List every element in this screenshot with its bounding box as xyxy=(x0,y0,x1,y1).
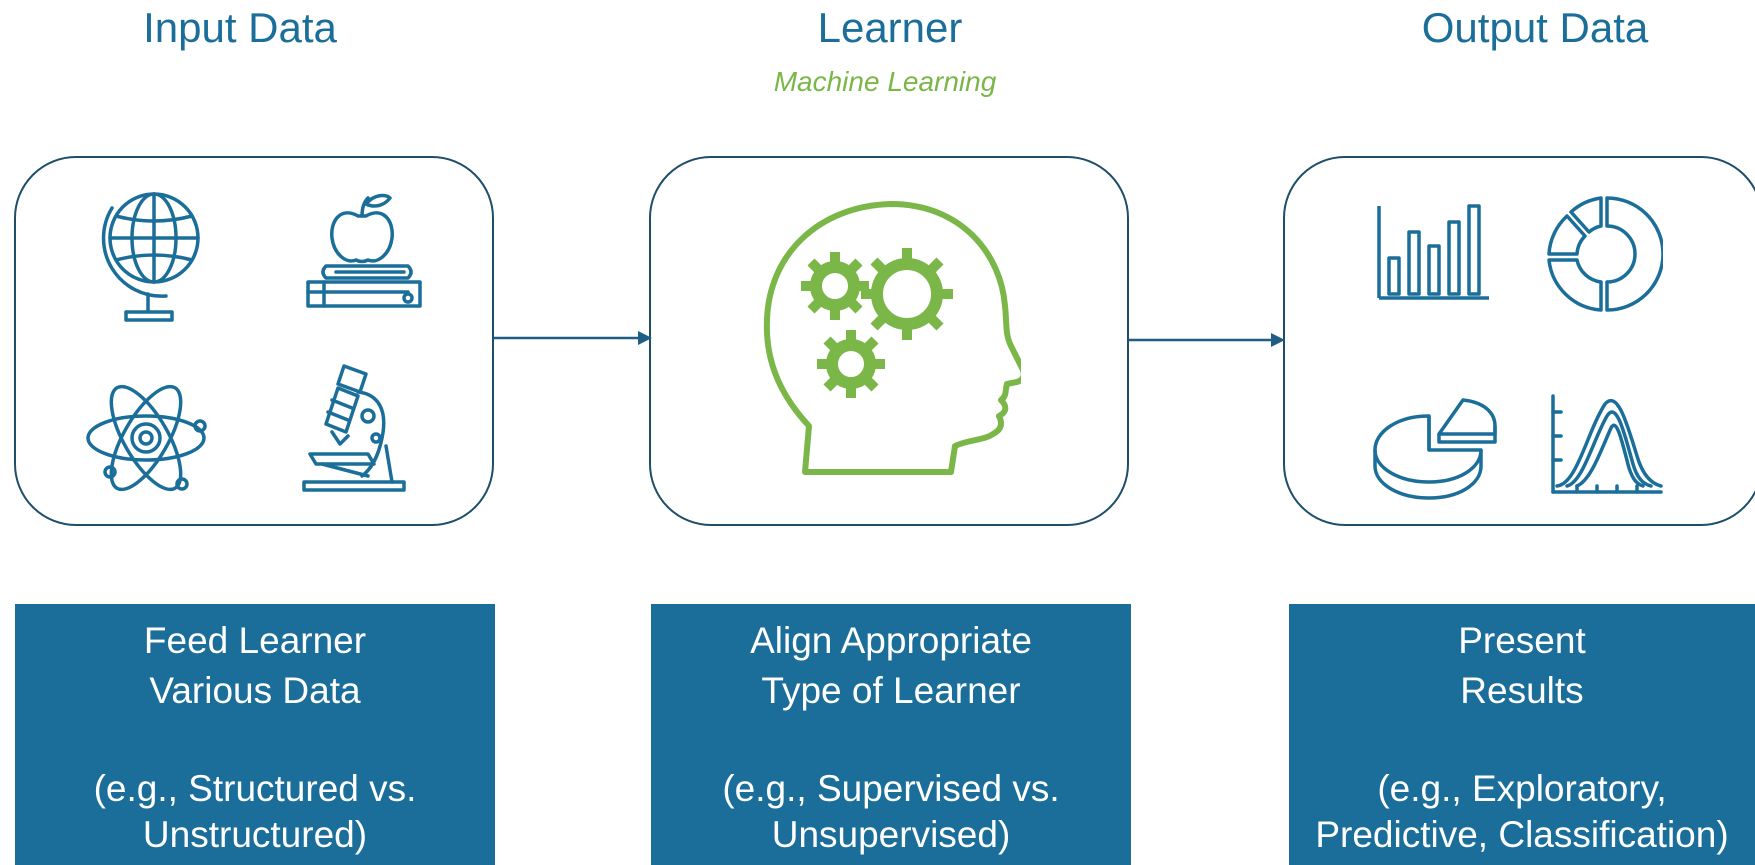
output-data-caption-box: Present Results (e.g., Exploratory, Pred… xyxy=(1289,604,1755,865)
output-caption-example: (e.g., Exploratory, Predictive, Classifi… xyxy=(1315,768,1729,855)
pie-chart-icon xyxy=(1373,398,1497,500)
donut-chart-icon xyxy=(1547,196,1663,312)
atom-icon xyxy=(86,384,207,492)
learner-panel xyxy=(649,156,1129,526)
globe-icon xyxy=(101,192,200,322)
microscope-icon xyxy=(302,364,406,492)
learner-caption-box: Align Appropriate Type of Learner (e.g.,… xyxy=(651,604,1131,865)
books-apple-icon xyxy=(306,193,422,308)
output-data-panel xyxy=(1283,156,1755,526)
learner-heading: Learner xyxy=(817,4,963,51)
input-data-heading: Input Data xyxy=(143,4,337,51)
distribution-curve-icon xyxy=(1551,394,1663,494)
bar-chart-icon xyxy=(1377,204,1489,300)
machine-learning-subheading: Machine Learning xyxy=(773,66,997,97)
input-data-panel xyxy=(14,156,494,526)
input-caption-title: Feed Learner Various Data xyxy=(143,620,367,711)
arrow-learner-to-output xyxy=(1129,333,1285,347)
learner-caption-example: (e.g., Supervised vs. Unsupervised) xyxy=(722,768,1060,855)
output-data-heading: Output Data xyxy=(1421,4,1649,51)
arrow-input-to-learner xyxy=(494,331,652,345)
head-gears-icon xyxy=(763,201,1021,475)
input-caption-example: (e.g., Structured vs. Unstructured) xyxy=(93,768,417,855)
output-caption-title: Present Results xyxy=(1458,620,1586,711)
learner-caption-title: Align Appropriate Type of Learner xyxy=(750,620,1032,711)
input-data-caption-box: Feed Learner Various Data (e.g., Structu… xyxy=(15,604,495,865)
